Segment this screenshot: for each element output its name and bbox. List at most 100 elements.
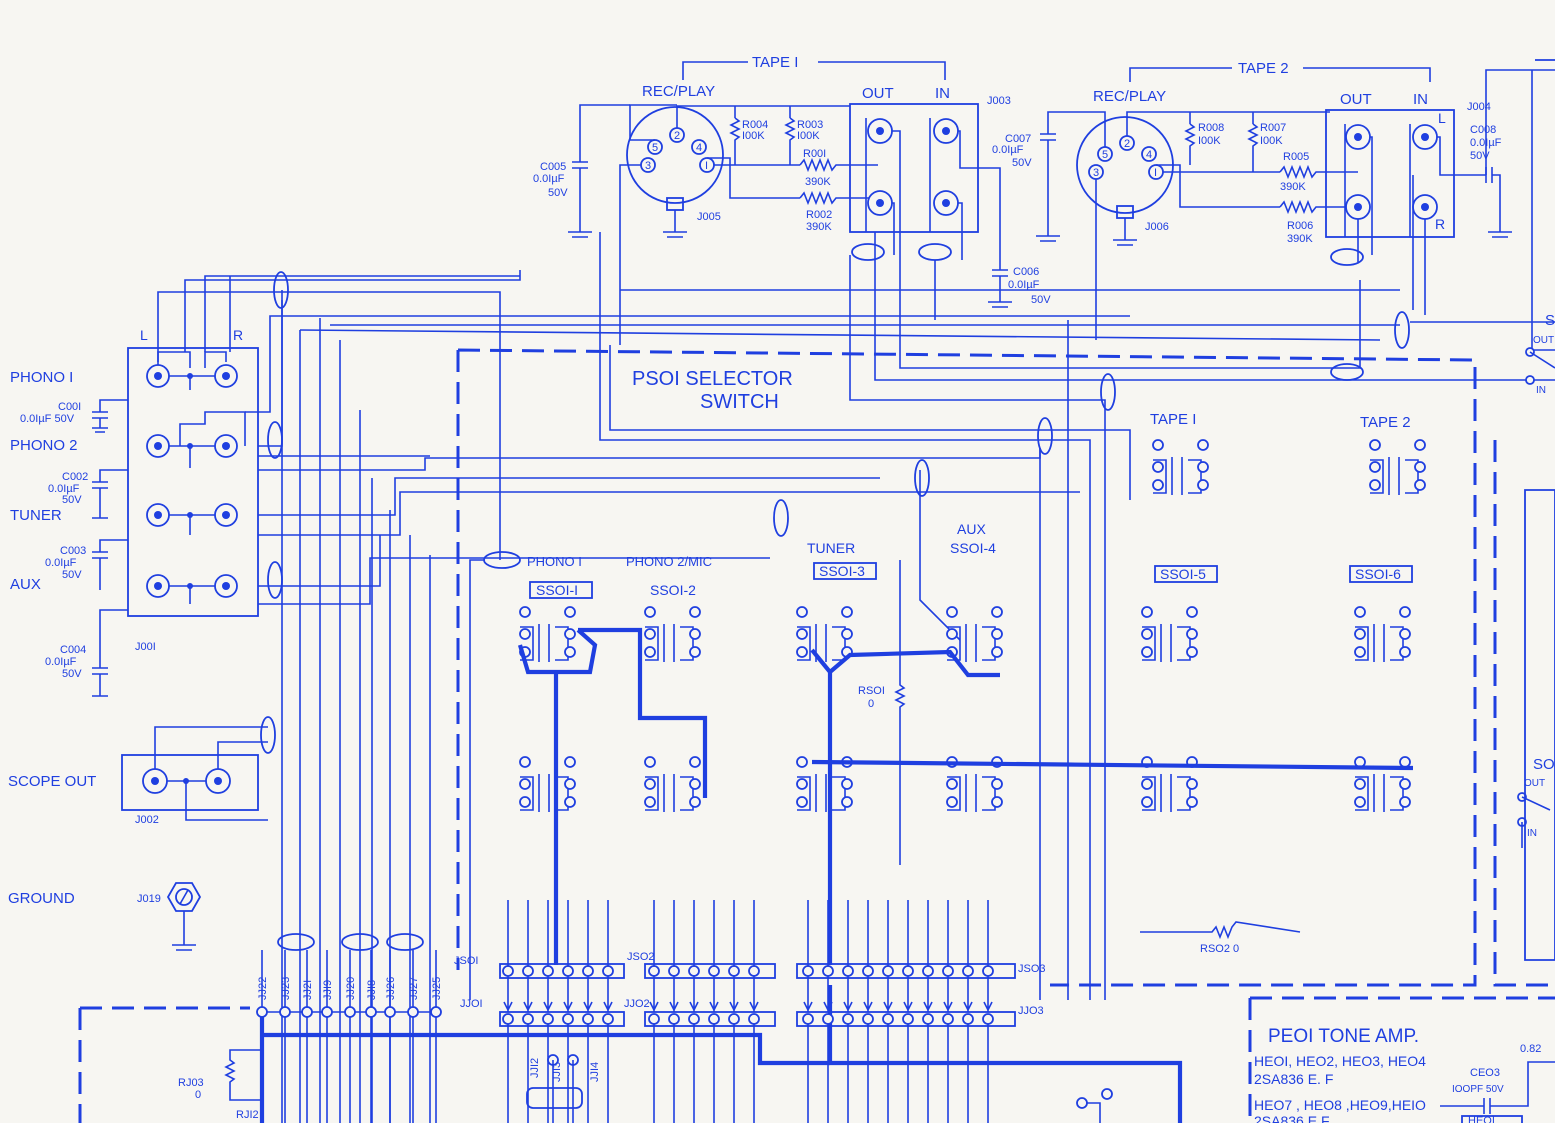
switch-contact-upper-3 xyxy=(796,606,853,662)
js03-label: JSO3 xyxy=(1018,963,1046,975)
ss01-3-label: SSOI-3 xyxy=(819,563,865,579)
tape2-switch-label: TAPE 2 xyxy=(1360,414,1411,431)
connector-strip: JSOI JSO2 JSO3 JJOI JJO2 JJO3 xyxy=(454,900,1046,1123)
din2-pin-4: 4 xyxy=(1146,149,1152,161)
j006-label: J006 xyxy=(1145,221,1169,233)
right-so-label-2: SO xyxy=(1533,756,1555,773)
jj03-label: JJO3 xyxy=(1018,1005,1044,1017)
tape2-rec-play-label: REC/PLAY xyxy=(1093,88,1166,105)
c002-voltage: 50V xyxy=(62,494,82,506)
jj-row-label: JJ25 xyxy=(431,977,443,1000)
c002-value: 0.0IµF xyxy=(48,483,80,495)
tape1-out-label: OUT xyxy=(862,85,894,102)
js-pin xyxy=(668,965,680,977)
rca-phono1 xyxy=(146,351,238,390)
j005-label: J005 xyxy=(697,211,721,223)
rj03-resistor: RJ03 0 RJI2 xyxy=(178,1049,262,1121)
js-pin xyxy=(542,965,554,977)
input-jack-block-j001: L R J00I xyxy=(127,327,259,653)
jj-pin xyxy=(582,1013,594,1025)
j001-label: J00I xyxy=(135,641,156,653)
right-channel-label: R xyxy=(233,327,243,343)
rs01-resistor: RSOI 0 xyxy=(858,560,906,865)
phono1-input-label: PHONO I xyxy=(10,369,73,386)
r002-ref: R002 xyxy=(806,209,832,221)
switch-contact-lower-6 xyxy=(1354,756,1411,812)
j019-label: J019 xyxy=(137,893,161,905)
scope-out-label: SCOPE OUT xyxy=(8,773,96,790)
js-pin xyxy=(802,965,814,977)
ground-label: GROUND xyxy=(8,890,75,907)
jj-pin xyxy=(502,1013,514,1025)
c003-ref: C003 xyxy=(60,545,86,557)
din2-pin-1: I xyxy=(1154,167,1157,179)
jj-pin xyxy=(668,1013,680,1025)
js-pin xyxy=(502,965,514,977)
js-pin xyxy=(882,965,894,977)
jj-pin xyxy=(562,1013,574,1025)
rj03-ref: RJ03 xyxy=(178,1077,204,1089)
c008-ref: C008 xyxy=(1470,124,1496,136)
ground-terminal-j019: J019 xyxy=(137,882,202,951)
jj-pin xyxy=(842,1013,854,1025)
c008-voltage: 50V xyxy=(1470,150,1490,162)
jj-row-label: JJ26 xyxy=(385,977,397,1000)
js-pin xyxy=(562,965,574,977)
jj-row-label: JJ23 xyxy=(280,977,292,1000)
j004-label: J004 xyxy=(1467,101,1491,113)
jj-pin xyxy=(542,1013,554,1025)
switch-contact-lower-3 xyxy=(796,756,853,812)
jj-row-pin xyxy=(301,1006,313,1018)
r007-ref: R007 xyxy=(1260,122,1286,134)
tone-amp-type-2: 2SA836 E F xyxy=(1254,1113,1330,1123)
c006-ref: C006 xyxy=(1013,266,1039,278)
rj12-label: RJI2 xyxy=(236,1109,259,1121)
right-so-label-1: S xyxy=(1545,312,1555,329)
r008-ref: R008 xyxy=(1198,122,1224,134)
r003-value: I00K xyxy=(797,130,820,142)
jj13-label: JJI3 xyxy=(551,1062,563,1082)
left-channel-label: L xyxy=(140,327,148,343)
rca-phono2 xyxy=(146,411,246,468)
js-pin xyxy=(922,965,934,977)
tuner-input-label: TUNER xyxy=(10,507,62,524)
rs02-resistor: RSO2 0 xyxy=(1140,921,1301,955)
c003-value: 0.0IµF xyxy=(45,557,77,569)
tape1-section: TAPE I REC/PLAY OUT IN J003 2 5 4 3 I J0… xyxy=(533,54,1051,345)
c004-value: 0.0IµF xyxy=(45,656,77,668)
right-in-label-2: IN xyxy=(1527,828,1537,839)
tape1-in-label: IN xyxy=(935,85,950,102)
jj-row-pin xyxy=(279,1006,291,1018)
switch-contact-upper-6 xyxy=(1354,606,1411,662)
jj-row-pin xyxy=(256,1006,268,1018)
phono2-input-label: PHONO 2 xyxy=(10,437,78,454)
jj-pin xyxy=(522,1013,534,1025)
js-pin xyxy=(522,965,534,977)
phono1-switch-label: PHONO I xyxy=(527,554,582,569)
aux-switch-label: AUX xyxy=(957,521,986,537)
c007-ref: C007 xyxy=(1005,133,1031,145)
tone-amp-title: PEOI TONE AMP. xyxy=(1268,1026,1419,1047)
js-pin xyxy=(728,965,740,977)
jj-row-label: JJI9 xyxy=(322,980,334,1000)
js02-label: JSO2 xyxy=(627,951,655,963)
c003-voltage: 50V xyxy=(62,569,82,581)
tape2-section: TAPE 2 REC/PLAY OUT IN J004 2 5 4 3 I J0… xyxy=(992,60,1512,340)
js-pin xyxy=(748,965,760,977)
ce03-value: IOOPF 50V xyxy=(1452,1084,1504,1095)
js-pin xyxy=(822,965,834,977)
jj-row-pin xyxy=(430,1006,442,1018)
switch-contact-lower-2 xyxy=(644,756,701,812)
tape2-in-label: IN xyxy=(1413,91,1428,108)
din2-pin-3: 3 xyxy=(1093,167,1099,179)
tape1-switch-label: TAPE I xyxy=(1150,411,1196,428)
js-pin xyxy=(842,965,854,977)
jj-pin xyxy=(942,1013,954,1025)
ss01-4-label: SSOI-4 xyxy=(950,540,996,556)
switch-contact-tape1 xyxy=(1152,439,1209,495)
jj-pin xyxy=(822,1013,834,1025)
ps01-board-outline xyxy=(78,348,1555,1123)
js01-label: JSOI xyxy=(454,955,478,967)
tape1-title: TAPE I xyxy=(752,54,798,71)
